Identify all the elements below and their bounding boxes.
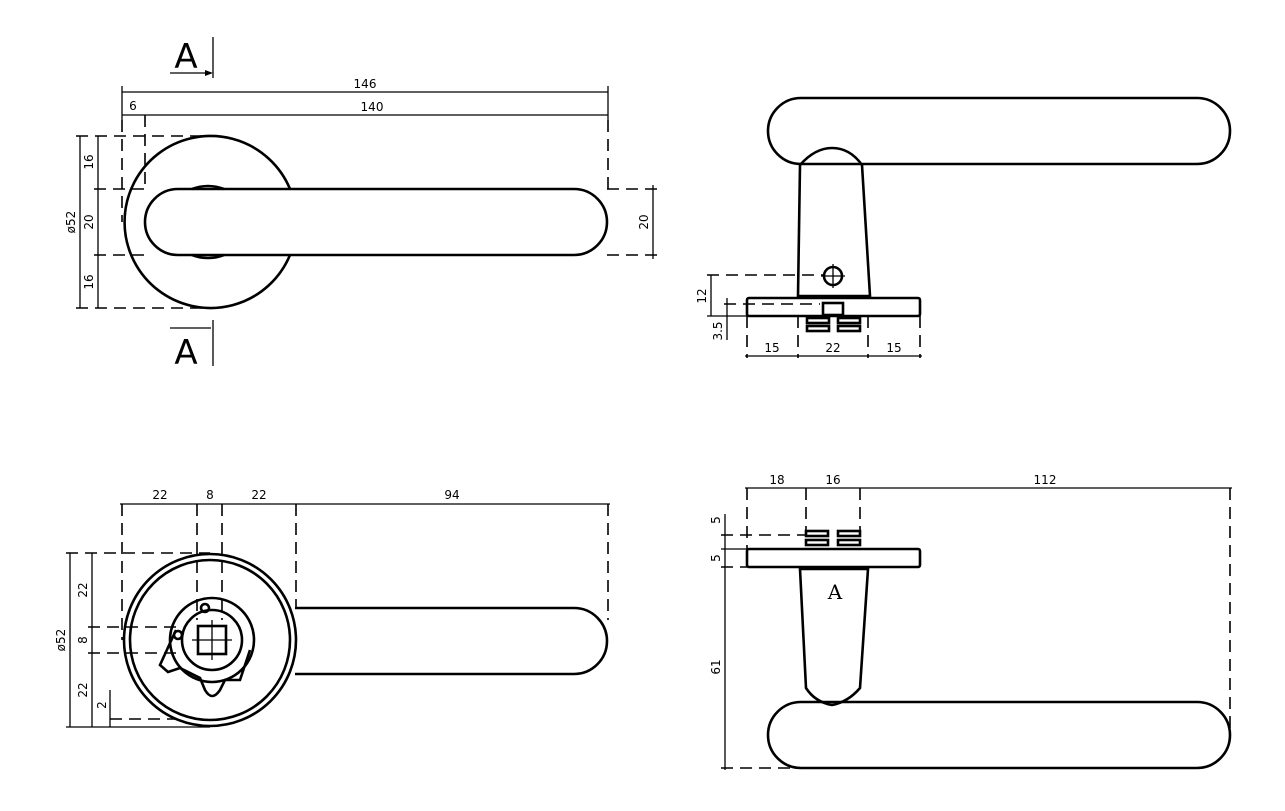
dim-lever-width: 20: [637, 214, 651, 229]
back-view: 22 8 22 94 22 8 22 ø52 2: [54, 488, 610, 728]
dim-top-3: 112: [1034, 473, 1057, 487]
dim-left-3: 22: [76, 682, 90, 697]
dim-rose-diameter: ø52: [64, 211, 78, 234]
rose-outline: [123, 134, 292, 310]
dim-left-2: 5: [709, 554, 723, 562]
dim-top-4: 94: [444, 488, 459, 502]
dim-left-1: 16: [82, 154, 96, 169]
dim-left-2: 8: [76, 636, 90, 644]
dim-bottom-2: 22: [825, 341, 840, 355]
section-marker-top: A: [174, 37, 197, 77]
side-view: 12 3.5 15 22 15: [695, 96, 1232, 358]
dim-top-1: 22: [152, 488, 167, 502]
lever-outline: [143, 187, 609, 257]
dim-left-1: 22: [76, 582, 90, 597]
dim-gap: 2: [95, 701, 109, 709]
dim-top-1: 18: [769, 473, 784, 487]
dim-overall-length: 146: [354, 77, 377, 91]
section-label: A: [827, 580, 843, 604]
dim-top-2: 16: [825, 473, 840, 487]
dim-bottom-3: 15: [886, 341, 901, 355]
dim-plate: 3.5: [711, 321, 725, 340]
dim-left-3: 16: [82, 274, 96, 289]
dim-offset: 6: [129, 99, 137, 113]
dim-lever-length: 140: [361, 100, 384, 114]
dim-left-1: 5: [709, 516, 723, 524]
dim-left-2: 20: [82, 214, 96, 229]
dim-left-3: 61: [709, 659, 723, 674]
dim-top-3: 22: [251, 488, 266, 502]
dim-top-2: 8: [206, 488, 214, 502]
section-view: A 18 16 112 5 5 61: [709, 473, 1232, 770]
dim-rose-diameter: ø52: [54, 629, 68, 652]
front-view: 146 140 6 16 20 16 ø52 20 A A: [64, 37, 657, 373]
section-marker-bottom: A: [174, 333, 197, 373]
dim-height: 12: [695, 288, 709, 303]
dim-bottom-1: 15: [764, 341, 779, 355]
